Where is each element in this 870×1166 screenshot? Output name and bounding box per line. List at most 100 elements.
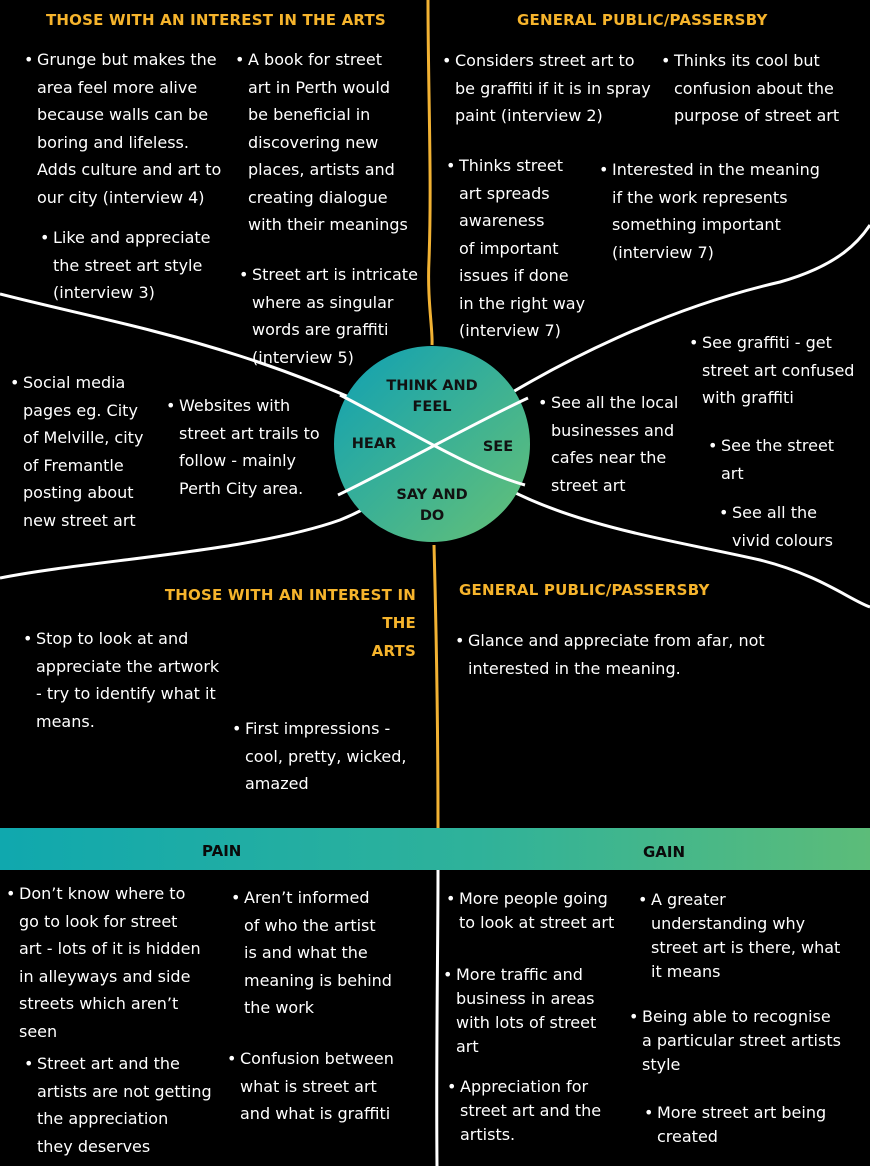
note-line: is and what the [244, 943, 368, 962]
think-feel-label: THINK AND FEEL [372, 376, 492, 418]
orange-divider-top [426, 0, 434, 346]
note-line: words are graffiti [252, 320, 389, 339]
note-line: places, artists and [248, 160, 395, 179]
note-line: go to look for street [19, 911, 178, 931]
note-line: issues if done [459, 266, 569, 285]
note-line: they deserves [37, 1136, 151, 1156]
note-line: Street art and the [37, 1054, 180, 1073]
say-do-line1: SAY AND [396, 487, 468, 503]
note-line: of important [459, 238, 559, 258]
note-line: art - lots of it is hidden [19, 939, 201, 958]
note-line: Adds culture and art to [37, 160, 222, 179]
note-line: art [721, 463, 744, 483]
note-text: •See all the vivid colours [719, 499, 869, 554]
bullet: • [599, 160, 609, 179]
note-line: what is street art [240, 1076, 377, 1096]
note-line: with their meanings [248, 215, 408, 234]
note-line: Street art is intricate [252, 265, 418, 284]
note-line: Thinks its cool but [674, 51, 820, 70]
note-line: with graffiti [702, 388, 794, 407]
note-line: Glance and appreciate from afar, not [468, 631, 765, 650]
note-text: •First impressions -cool, pretty, wicked… [232, 715, 427, 798]
note-line: Stop to look at and [36, 629, 189, 648]
note-line: street art trails to [179, 423, 320, 443]
note-line: be graffiti if it is in spray [455, 78, 651, 98]
think-feel-line1: THINK AND [386, 378, 478, 394]
note-line: style [642, 1055, 681, 1074]
note-line: if the work represents [612, 187, 788, 207]
bullet: • [447, 1077, 457, 1096]
note-line: be beneficial in [248, 105, 371, 124]
note-line: our city (interview 4) [37, 187, 205, 207]
white-divider-bottom [435, 869, 440, 1166]
note-line: where as singular [252, 292, 394, 312]
note-line: See all the [732, 503, 817, 522]
note-line: and what is graffiti [240, 1104, 391, 1123]
note-line: street art is there, what [651, 938, 841, 957]
note-line: More people going [459, 889, 608, 908]
note-line: a particular street artists [642, 1031, 841, 1050]
note-line: Grunge but makes the [37, 50, 217, 69]
note-line: Confusion between [240, 1049, 394, 1068]
note-line: artists are not getting [37, 1081, 212, 1101]
note-line: businesses and [551, 420, 675, 440]
note-line: in alleyways and side [19, 966, 191, 986]
note-see-4: •See all the vivid colours [719, 499, 869, 554]
note-line: A greater [651, 890, 726, 909]
note-line: created [657, 1127, 718, 1146]
circle-cross-1 [339, 393, 526, 487]
bullet: • [638, 890, 648, 909]
bullet: • [719, 503, 729, 522]
header-arts-mid-line2: ARTS [371, 642, 416, 660]
note-line: More street art being [657, 1103, 827, 1122]
bullet: • [24, 1054, 34, 1073]
bullet: • [23, 629, 33, 648]
header-public-top: GENERAL PUBLIC/PASSERSBY [517, 11, 768, 29]
note-line: meaning is behind [244, 970, 392, 990]
say-do-line2: DO [419, 508, 445, 524]
note-line: to look at street art [459, 913, 615, 932]
note-line: area feel more alive [37, 77, 198, 97]
note-pain-3: •Street art and the artists are not getti… [24, 1050, 234, 1160]
bullet: • [629, 1007, 639, 1026]
note-line: something important [612, 215, 781, 234]
note-line: follow - mainly [179, 451, 297, 470]
note-line: vivid colours [732, 530, 833, 550]
note-line: awareness [459, 211, 545, 230]
note-line: More traffic and [456, 965, 583, 984]
note-line: purpose of street art [674, 106, 840, 125]
note-line: Don’t know where to [19, 884, 186, 903]
note-line: posting about [23, 483, 134, 502]
note-line: See graffiti - get [702, 333, 832, 352]
note-line: street art [551, 475, 626, 495]
note-line: Social media [23, 373, 126, 392]
bullet: • [455, 631, 465, 650]
note-line: art in Perth would [248, 77, 391, 97]
